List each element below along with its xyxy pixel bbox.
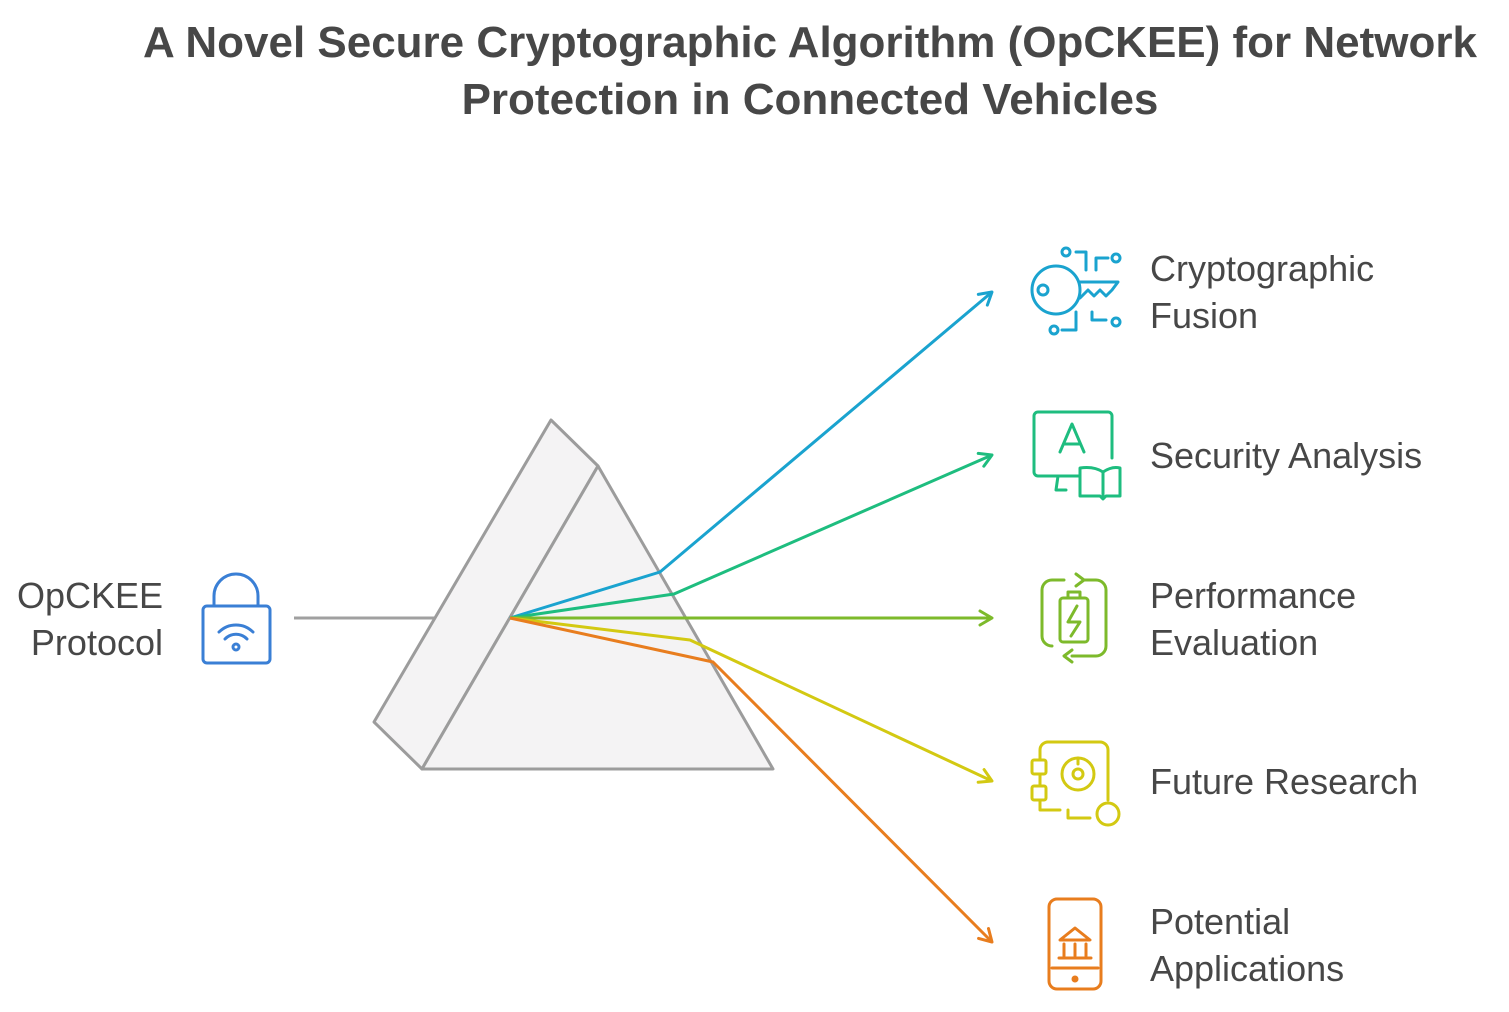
key-circuit-icon bbox=[1030, 246, 1122, 336]
output-label-cryptographic-fusion: Cryptographic Fusion bbox=[1150, 245, 1374, 339]
output-label-line-2: Applications bbox=[1150, 948, 1345, 989]
ray-potential-applications bbox=[509, 616, 994, 944]
input-label-line-1: OpCKEE bbox=[16, 575, 163, 616]
diagram-title: A Novel Secure Cryptographic Algorithm (… bbox=[60, 14, 1509, 128]
safe-dial-icon bbox=[1030, 740, 1121, 827]
ray-cryptographic-fusion bbox=[509, 290, 994, 620]
prism bbox=[372, 418, 775, 771]
output-label-performance-evaluation: Performance Evaluation bbox=[1150, 572, 1356, 666]
ray-future-research bbox=[509, 616, 994, 784]
output-label-line-1: Future Research bbox=[1150, 761, 1419, 802]
output-label-future-research: Future Research bbox=[1150, 758, 1418, 805]
input-label: OpCKEE Protocol bbox=[0, 572, 163, 666]
output-label-line-1: Potential bbox=[1150, 901, 1291, 942]
output-label-line-1: Cryptographic bbox=[1150, 248, 1375, 289]
input-label-line-2: Protocol bbox=[30, 622, 163, 663]
output-label-line-1: Performance bbox=[1150, 575, 1357, 616]
output-label-security-analysis: Security Analysis bbox=[1150, 432, 1422, 479]
title-line-2: Protection in Connected Vehicles bbox=[461, 75, 1159, 124]
mobile-bank-icon bbox=[1047, 897, 1103, 991]
ray-security-analysis bbox=[509, 451, 994, 620]
output-label-line-2: Fusion bbox=[1150, 295, 1259, 336]
output-label-potential-applications: Potential Applications bbox=[1150, 898, 1344, 992]
monitor-book-icon bbox=[1032, 410, 1122, 501]
battery-cycle-icon bbox=[1040, 572, 1108, 664]
output-label-line-1: Security Analysis bbox=[1150, 435, 1423, 476]
output-label-line-2: Evaluation bbox=[1150, 622, 1319, 663]
wifi-lock-icon bbox=[201, 572, 272, 665]
title-line-1: A Novel Secure Cryptographic Algorithm (… bbox=[142, 18, 1477, 67]
